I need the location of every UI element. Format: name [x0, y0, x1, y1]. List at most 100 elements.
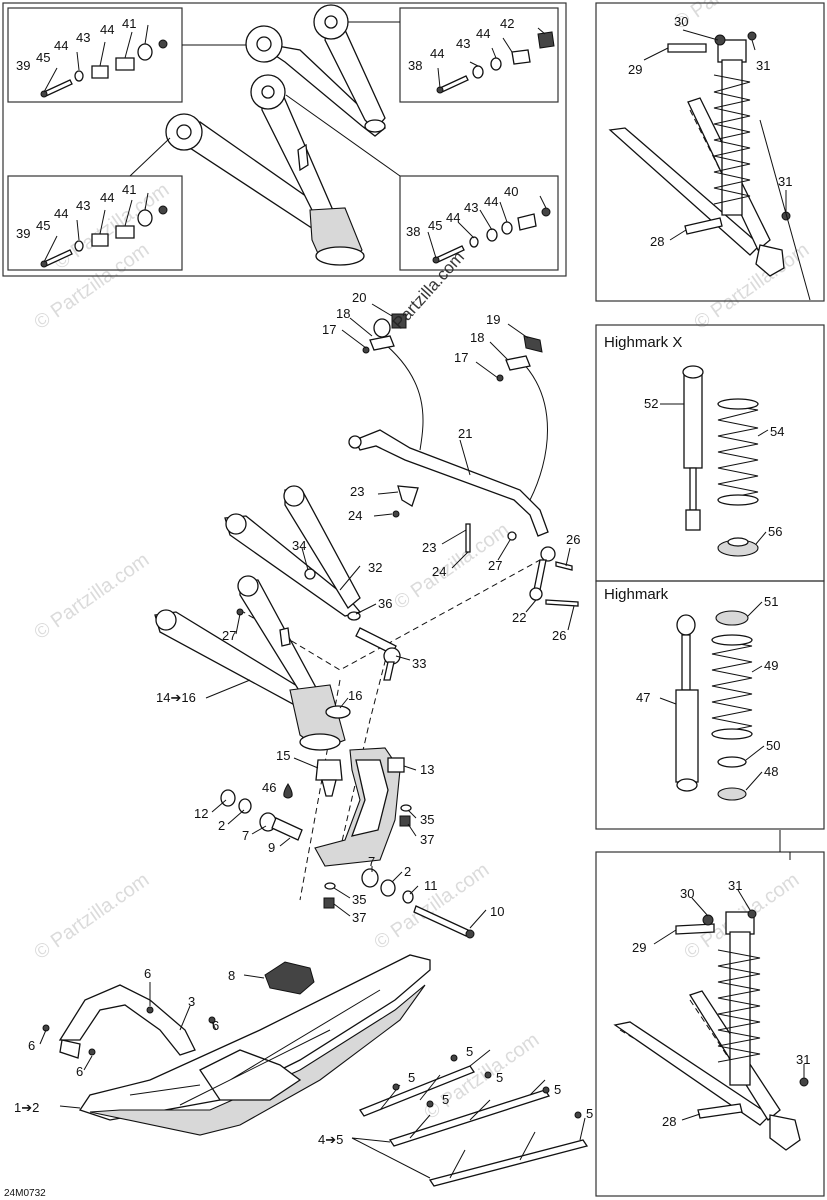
callout-44: 44	[54, 38, 68, 53]
callout-leaders	[39, 24, 805, 1121]
callout-26: 26	[566, 532, 580, 547]
highmark-title: Highmark	[604, 586, 669, 603]
callout-1-2: 1➔2	[14, 1100, 39, 1115]
inset-box-lower-right	[399, 175, 559, 271]
callout-13: 13	[420, 762, 434, 777]
callout-44: 44	[476, 26, 490, 41]
callout-45: 45	[36, 218, 50, 233]
highmark-panel: Highmark	[595, 580, 825, 830]
callout-52: 52	[644, 396, 658, 411]
callout-16: 16	[348, 688, 362, 703]
callout-51: 51	[764, 594, 778, 609]
callout-7: 7	[368, 854, 375, 869]
callout-39: 39	[16, 226, 30, 241]
callout-31: 31	[796, 1052, 810, 1067]
callout-43: 43	[76, 30, 90, 45]
callout-32: 32	[368, 560, 382, 575]
callout-24: 24	[348, 508, 362, 523]
callout-43: 43	[464, 200, 478, 215]
bushing-set-upper-right	[436, 31, 555, 94]
watermark: © Partzilla.com	[370, 859, 493, 954]
callout-15: 15	[276, 748, 290, 763]
callout-29: 29	[628, 62, 642, 77]
callout-28: 28	[650, 234, 664, 249]
callout-26: 26	[552, 628, 566, 643]
callout-44: 44	[100, 190, 114, 205]
callout-30: 30	[674, 14, 688, 29]
highmark-x-frame	[595, 324, 825, 582]
inset-box-upper-left	[7, 7, 183, 103]
callout-31: 31	[728, 878, 742, 893]
callout-19: 19	[486, 312, 500, 327]
callout-28: 28	[662, 1114, 676, 1129]
callout-5: 5	[586, 1106, 593, 1121]
callout-27: 27	[488, 558, 502, 573]
highmark-frame	[595, 580, 825, 830]
watermark: © Partzilla.com	[30, 549, 153, 644]
callout-56: 56	[768, 524, 782, 539]
callout-9: 9	[268, 840, 275, 855]
callout-3: 3	[188, 994, 195, 1009]
callout-27: 27	[222, 628, 236, 643]
callout-48: 48	[764, 764, 778, 779]
callout-18: 18	[470, 330, 484, 345]
callout-50: 50	[766, 738, 780, 753]
callout-21: 21	[458, 426, 472, 441]
callout-10: 10	[490, 904, 504, 919]
shock-frame-bottom	[595, 851, 825, 1197]
callout-18: 18	[336, 306, 350, 321]
callout-44: 44	[484, 194, 498, 209]
callout-41: 41	[122, 16, 136, 31]
callout-22: 22	[512, 610, 526, 625]
callout-6: 6	[212, 1018, 219, 1033]
callout-33: 33	[412, 656, 426, 671]
callout-42: 42	[500, 16, 514, 31]
callout-31: 31	[756, 58, 770, 73]
shock-assembly-bottom	[595, 830, 825, 1197]
callout-14-16: 14➔16	[156, 690, 196, 705]
callout-36: 36	[378, 596, 392, 611]
watermark: © Partzilla.com	[670, 0, 793, 34]
callout-40: 40	[504, 184, 518, 199]
ski-group	[42, 954, 589, 1187]
callout-12: 12	[194, 806, 208, 821]
callout-45: 45	[36, 50, 50, 65]
sway-bar-group	[348, 313, 579, 607]
highmark-x-panel: Highmark X	[595, 324, 825, 582]
callout-23: 23	[422, 540, 436, 555]
callout-8: 8	[228, 968, 235, 983]
callout-44: 44	[430, 46, 444, 61]
callout-35: 35	[420, 812, 434, 827]
inset-box-lower-left	[7, 175, 183, 271]
callout-43: 43	[76, 198, 90, 213]
callout-2: 2	[404, 864, 411, 879]
upper-a-arm-drawing	[245, 4, 387, 137]
callout-31: 31	[778, 174, 792, 189]
front-suspension-main	[154, 485, 541, 939]
callout-5: 5	[554, 1082, 561, 1097]
a-arm-frame	[2, 2, 567, 277]
callout-24: 24	[432, 564, 446, 579]
callout-7: 7	[242, 828, 249, 843]
callout-labels: 41 44 43 44 45 39 42 44 43 44 38 41 44 4…	[14, 14, 810, 1147]
inset-box-upper-right	[399, 7, 559, 103]
callout-45: 45	[428, 218, 442, 233]
callout-38: 38	[406, 224, 420, 239]
bushing-set-lower-right	[432, 207, 551, 264]
shock-frame-top	[595, 2, 825, 302]
callout-29: 29	[632, 940, 646, 955]
callout-4-5: 4➔5	[318, 1132, 343, 1147]
callout-30: 30	[680, 886, 694, 901]
callout-37: 37	[420, 832, 434, 847]
callout-38: 38	[408, 58, 422, 73]
drawing-code: 24M0732	[4, 1188, 46, 1199]
callout-49: 49	[764, 658, 778, 673]
callout-54: 54	[770, 424, 784, 439]
callout-17: 17	[454, 350, 468, 365]
callout-46: 46	[262, 780, 276, 795]
callout-37: 37	[352, 910, 366, 925]
callout-17: 17	[322, 322, 336, 337]
callout-43: 43	[456, 36, 470, 51]
callout-6: 6	[28, 1038, 35, 1053]
callout-44: 44	[54, 206, 68, 221]
